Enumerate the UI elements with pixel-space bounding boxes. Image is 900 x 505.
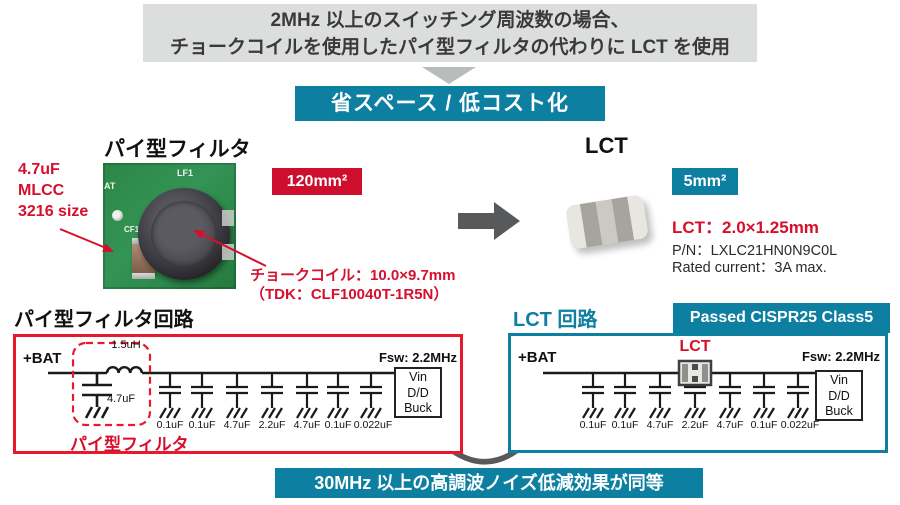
coil-terminal xyxy=(222,244,234,260)
top-banner: 2MHz 以上のスイッチング周波数の場合、 チョークコイルを使用したパイ型フィル… xyxy=(143,4,757,62)
silkscreen-bat-label: AT xyxy=(104,181,116,191)
load-box-line3: Buck xyxy=(825,404,853,418)
pi-filter-pcb-photo: AT LF1 CF1 xyxy=(103,163,236,289)
cap-value-label: 4.7uF xyxy=(646,419,674,431)
cap-value-label: 0.1uF xyxy=(750,419,778,431)
lct-circuit-load-box: Vin D/D Buck xyxy=(815,370,863,421)
top-banner-line2: チョークコイルを使用したパイ型フィルタの代わりに LCT を使用 xyxy=(169,37,731,58)
down-triangle-icon xyxy=(422,67,476,84)
pi-filter-highlight-box xyxy=(71,341,152,427)
load-box-line1: Vin xyxy=(409,370,427,384)
lct-size-note: LCT：2.0×1.25mm xyxy=(672,218,819,237)
cap-value-label: 2.2uF xyxy=(681,419,709,431)
cap-value-label: 0.1uF xyxy=(156,419,184,431)
pi-circuit-diagram: +BAT 1.5uH 4.7uF Fsw: 2.2MHz Vin D/D Buc… xyxy=(13,334,463,454)
inductor-symbol xyxy=(105,366,143,374)
lct-title: LCT xyxy=(585,133,628,158)
mlcc-annotation-line3: 3216 size xyxy=(18,203,89,220)
pcb-via xyxy=(112,210,123,221)
cap-value-label: 0.022uF xyxy=(353,419,393,431)
cap-value-label: 0.022uF xyxy=(780,419,820,431)
silkscreen-lf1-label: LF1 xyxy=(177,168,194,178)
choke-annotation: チョークコイル：10.0×9.7mm （TDK：CLF10040T-1R5N） xyxy=(250,266,455,304)
cap-value-label: 0.1uF xyxy=(611,419,639,431)
silkscreen-cf1-label: CF1 xyxy=(124,225,140,234)
lct-circuit-bat-label: +BAT xyxy=(518,349,557,366)
coil-terminal xyxy=(222,210,234,226)
cap-value-label: 2.2uF xyxy=(258,419,286,431)
cap-value-label: 0.1uF xyxy=(579,419,607,431)
benefit-banner: 省スペース / 低コスト化 xyxy=(295,86,605,121)
mlcc-annotation: 4.7uF MLCC 3216 size xyxy=(18,159,88,222)
pi-circuit-inductor-value: 1.5uH xyxy=(111,339,141,351)
load-box-line2: D/D xyxy=(828,388,850,403)
cap-value-label: 4.7uF xyxy=(716,419,744,431)
lct-circuit-chip-label: LCT xyxy=(679,338,711,355)
transition-arrow-icon xyxy=(458,202,520,240)
mlcc-solder-pad xyxy=(132,273,155,279)
load-box-line2: D/D xyxy=(407,385,429,400)
pi-circuit-schematic xyxy=(13,334,463,454)
pi-circuit-bat-label: +BAT xyxy=(23,350,62,367)
cap-value-label: 4.7uF xyxy=(223,419,251,431)
capacitor-symbols xyxy=(159,373,382,419)
pi-circuit-title: パイ型フィルタ回路 xyxy=(14,309,194,331)
lct-circuit-schematic xyxy=(508,333,888,453)
mlcc-annotation-line1: 4.7uF xyxy=(18,161,60,178)
cap-value-label: 0.1uF xyxy=(188,419,216,431)
load-box-line3: Buck xyxy=(404,401,432,415)
choke-coil-photo xyxy=(138,188,234,280)
input-capacitor-symbol xyxy=(82,373,112,419)
cap-value-label: 4.7uF xyxy=(293,419,321,431)
pi-circuit-input-cap-value: 4.7uF xyxy=(107,393,136,405)
lct-circuit-fsw-label: Fsw: 2.2MHz xyxy=(801,349,880,364)
lct-chip-photo xyxy=(562,192,652,254)
lct-chip-symbol xyxy=(677,359,713,387)
lct-area-badge: 5mm² xyxy=(672,168,738,195)
pi-filter-title: パイ型フィルタ xyxy=(104,138,251,161)
pi-filter-area-badge: 120mm² xyxy=(272,168,362,195)
pi-filter-highlight-label: パイ型フィルタ xyxy=(70,435,189,454)
top-banner-line1: 2MHz 以上のスイッチング周波数の場合、 xyxy=(270,10,630,31)
capacitor-symbols xyxy=(582,373,809,419)
lct-circuit-title: LCT 回路 xyxy=(513,309,598,331)
mlcc-annotation-line2: MLCC xyxy=(18,182,65,199)
choke-annotation-line1: チョークコイル：10.0×9.7mm xyxy=(250,267,456,284)
choke-annotation-line2: （TDK：CLF10040T-1R5N） xyxy=(250,286,449,303)
pi-circuit-load-box: Vin D/D Buck xyxy=(394,367,442,418)
lct-rated-current: Rated current：3A max. xyxy=(672,260,827,276)
cap-value-label: 0.1uF xyxy=(324,419,352,431)
load-box-line1: Vin xyxy=(830,373,848,387)
coil-core xyxy=(151,201,217,267)
footer-banner: 30MHz 以上の高調波ノイズ低減効果が同等 xyxy=(275,468,703,498)
cispr-badge: Passed CISPR25 Class5 xyxy=(673,303,890,333)
lct-part-number: P/N：LXLC21HN0N9C0L xyxy=(672,243,838,259)
lct-circuit-diagram: +BAT LCT Fsw: 2.2MHz Vin D/D Buck 0.1uF … xyxy=(508,333,888,453)
pi-circuit-fsw-label: Fsw: 2.2MHz xyxy=(378,350,457,365)
